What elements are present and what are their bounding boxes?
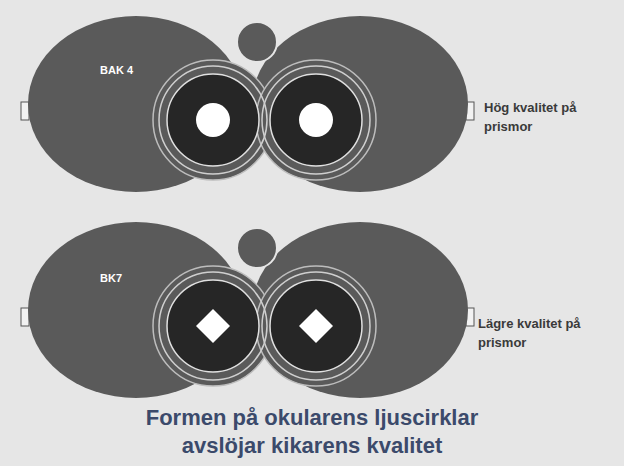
exit-pupil-round (299, 103, 333, 137)
eyepiece-ring (153, 60, 273, 180)
eyepiece-ring (159, 66, 267, 174)
binocular-body: BK7 (20, 214, 480, 404)
eyepiece-lens (167, 280, 259, 372)
glass-type-label: BK7 (100, 272, 122, 284)
eyepiece-lens (270, 74, 362, 166)
strap-lug (21, 308, 29, 326)
binocular-drawing (20, 214, 480, 404)
eyepiece-ring (256, 60, 376, 180)
right-housing (252, 16, 468, 192)
caption: Formen på okularens ljuscirklar avslöjar… (102, 404, 522, 460)
eyepiece-ring (256, 266, 376, 386)
eyepiece-lens (167, 74, 259, 166)
eyepiece-ring (153, 266, 273, 386)
eyepiece-ring (262, 66, 370, 174)
right-housing (252, 222, 468, 398)
hinge (237, 228, 277, 268)
binocular-body: BAK 4 (20, 8, 480, 198)
eyepiece-lens (270, 280, 362, 372)
glass-type-label: BAK 4 (100, 64, 133, 76)
exit-pupil-square (196, 309, 230, 343)
binocular-drawing (20, 8, 480, 198)
strap-lug (21, 102, 29, 120)
exit-pupil-square (299, 309, 333, 343)
quality-note: Hög kvalitet på prismor (484, 98, 594, 136)
exit-pupil-round (196, 103, 230, 137)
hinge (237, 22, 277, 62)
eyepiece-ring (262, 272, 370, 380)
eyepiece-ring (159, 272, 267, 380)
quality-note: Lägre kvalitet på prismor (478, 314, 608, 352)
